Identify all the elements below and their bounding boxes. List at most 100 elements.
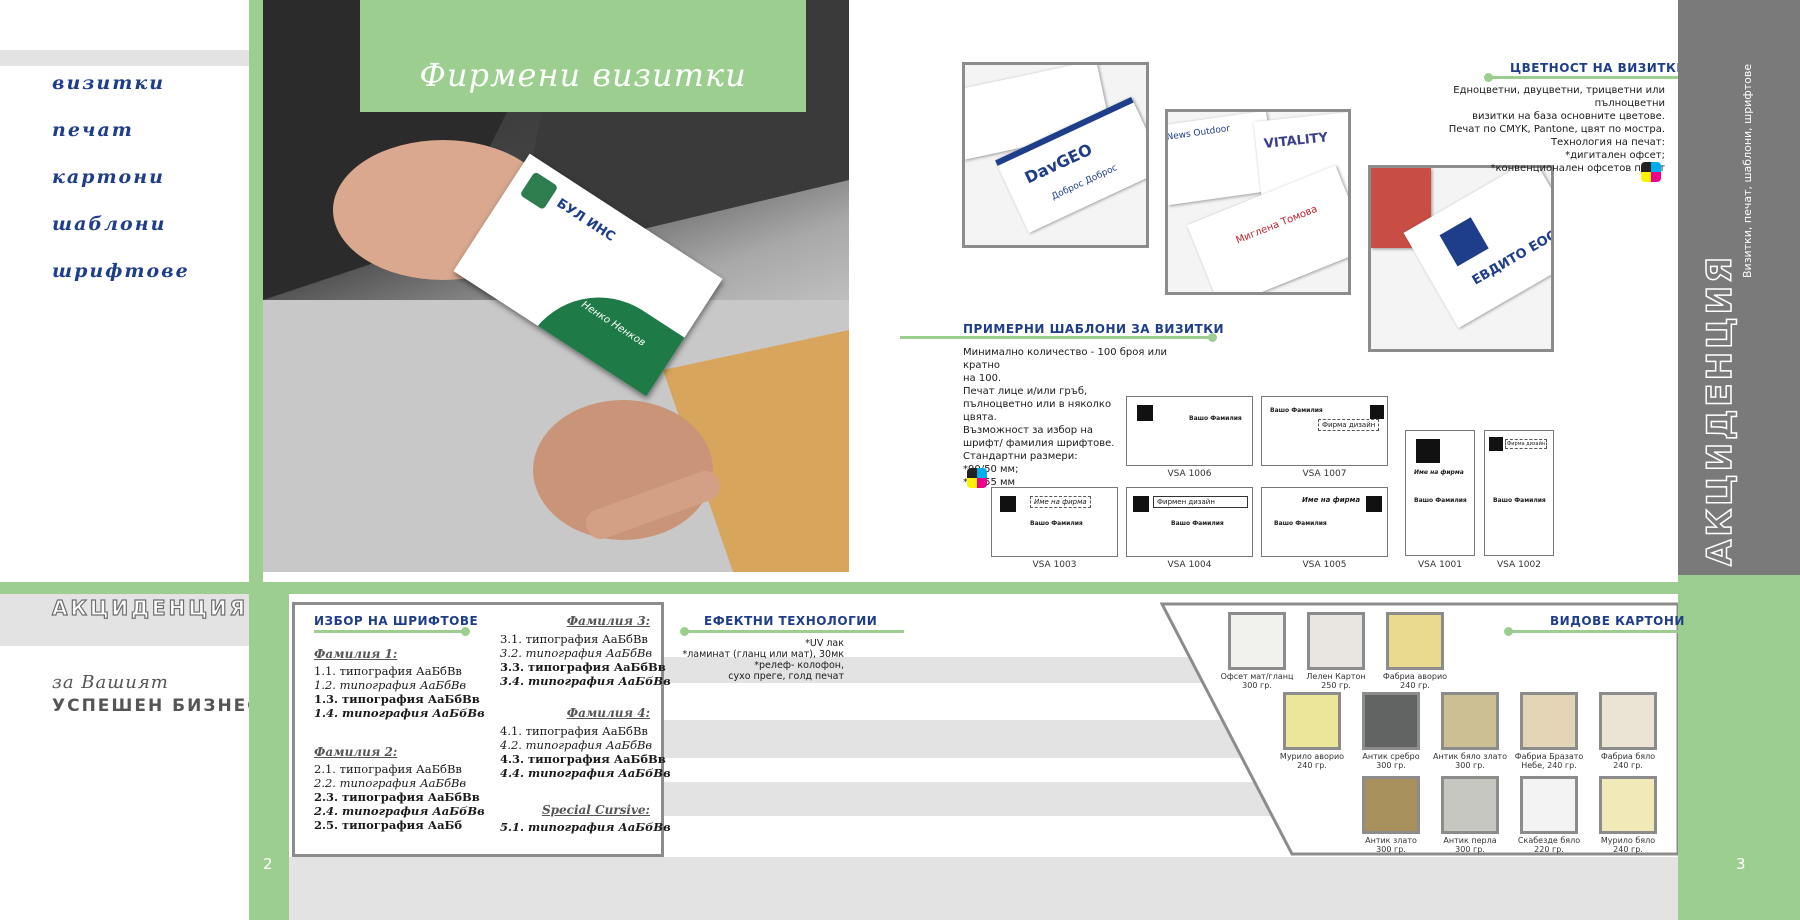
template-logo-icon (1366, 496, 1382, 512)
template-code: VSA 1002 (1497, 560, 1541, 570)
card-logo-icon (519, 171, 559, 211)
page-number-left: 2 (263, 855, 273, 873)
template-card[interactable]: Име на фирма Вашо Фамилия (991, 487, 1118, 557)
sample-photo-1: DavGEO Доброс Доброс (962, 62, 1149, 248)
color-heading-line (1490, 76, 1678, 79)
template-card-vertical[interactable]: Фирма дизайн Вашо Фамилия (1484, 430, 1554, 556)
template-logo-icon (1000, 496, 1016, 512)
font-family-5: Special Cursive: 5.1. типография АаБбВв (500, 803, 671, 834)
green-bottom-band (249, 588, 289, 920)
fonts-box (292, 602, 664, 857)
template-code: VSA 1006 (1167, 469, 1212, 479)
font-family-1: Фамилия 1: 1.1. типография АаБбВв 1.2. т… (314, 647, 485, 720)
sample-photo-2: News Outdoor VITALITY Миглена Томова (1165, 109, 1351, 295)
color-heading-dot (1484, 73, 1493, 82)
template-name: Вашо Фамилия (1030, 520, 1083, 527)
carton-swatch[interactable] (1599, 776, 1657, 834)
font-family-4-lines: 4.1. типография АаБбВв 4.2. типография А… (500, 724, 671, 780)
sample-photo-3: ЕВДИТО ЕООД (1368, 165, 1554, 352)
template-card[interactable]: Вашо Фамилия (1126, 396, 1253, 466)
sample-card-label: ЕВДИТО ЕООД (1469, 221, 1554, 289)
template-firm: Име на фирма (1302, 496, 1361, 504)
template-name: Вашо Фамилия (1171, 520, 1224, 527)
font-family-3-lines: 3.1. типография АаБбВв 3.2. типография А… (500, 632, 671, 688)
carton-swatch[interactable] (1283, 692, 1341, 750)
slogan-line-1: за Вашият (52, 672, 169, 693)
template-name: Вашо Фамилия (1414, 497, 1467, 504)
carton-swatch[interactable] (1520, 692, 1578, 750)
nav-item-templates[interactable]: шаблони (52, 213, 167, 235)
carton-swatch[interactable] (1599, 692, 1657, 750)
template-code: VSA 1007 (1302, 469, 1347, 479)
font-family-3: Фамилия 3: (566, 614, 650, 628)
template-code: VSA 1003 (1032, 560, 1077, 570)
template-logo-icon (1416, 439, 1440, 463)
template-firm: Фирма дизайн (1318, 419, 1380, 431)
right-side-strip-green (1678, 575, 1800, 920)
green-horizontal-divider (0, 582, 1678, 594)
photo-title-box: Фирмени визитки (360, 0, 806, 112)
template-firm: Фирма дизайн (1505, 439, 1548, 449)
template-logo-icon (1137, 405, 1153, 421)
left-grey-bar (0, 50, 249, 66)
templates-section-heading: ПРИМЕРНИ ШАБЛОНИ ЗА ВИЗИТКИ (963, 322, 1225, 336)
effects-heading-line (684, 630, 904, 633)
font-family-2: Фамилия 2: 2.1. типография АаБбВв 2.2. т… (314, 745, 485, 832)
template-name: Вашо Фамилия (1274, 520, 1327, 527)
templates-section-text: Минимално количество - 100 броя или крат… (963, 347, 1167, 488)
template-firm: Фирмен дизайн (1153, 496, 1248, 508)
nav-item-print[interactable]: печат (52, 119, 134, 141)
nav-item-business-cards[interactable]: визитки (52, 72, 166, 94)
nav-item-cartons[interactable]: картони (52, 166, 165, 188)
template-card[interactable]: Вашо Фамилия Фирма дизайн (1261, 396, 1388, 466)
effects-section-text: *UV лак *ламинат (гланц или мат), 30мк *… (682, 638, 844, 682)
brand-logo-left: АКЦИДЕНЦИЯ (51, 595, 249, 620)
cmyk-icon (1641, 162, 1661, 182)
cartons-section-heading: ВИДОВЕ КАРТОНИ (1550, 614, 1685, 628)
vertical-caption: Визитки, печат, шаблони, шрифтове (1741, 63, 1754, 278)
template-code: VSA 1004 (1167, 560, 1212, 570)
template-code: VSA 1005 (1302, 560, 1347, 570)
carton-swatch[interactable] (1307, 612, 1365, 670)
fonts-heading-line (314, 630, 464, 633)
sample-card-label: VITALITY (1263, 130, 1329, 152)
font-family-4: Фамилия 4: (566, 706, 650, 720)
brand-logo-right: АКЦИДЕНЦИЯ (1699, 253, 1741, 567)
carton-swatch[interactable] (1362, 692, 1420, 750)
color-section-heading: ЦВЕТНОСТ НА ВИЗИТКИТЕ (1510, 61, 1705, 75)
template-name: Вашо Фамилия (1493, 497, 1546, 504)
effects-section-heading: ЕФЕКТНИ ТЕХНОЛОГИИ (704, 614, 878, 628)
stripe (289, 857, 1678, 920)
template-name: Вашо Фамилия (1270, 407, 1323, 414)
blue-logo-icon (1439, 217, 1489, 267)
carton-swatch[interactable] (1228, 612, 1286, 670)
cartons-heading-line (1508, 630, 1678, 633)
template-card-vertical[interactable]: Име на фирма Вашо Фамилия (1405, 430, 1475, 556)
carton-swatch[interactable] (1362, 776, 1420, 834)
template-logo-icon (1489, 437, 1503, 451)
slogan-line-2: УСПЕШЕН БИЗНЕС (52, 696, 262, 716)
template-logo-icon (1370, 405, 1384, 419)
carton-swatch[interactable] (1386, 612, 1444, 670)
carton-swatch[interactable] (1441, 776, 1499, 834)
nav-item-fonts[interactable]: шрифтове (52, 260, 190, 282)
template-card[interactable]: Фирмен дизайн Вашо Фамилия (1126, 487, 1253, 557)
fonts-heading-dot (461, 627, 470, 636)
template-logo-icon (1133, 496, 1149, 512)
template-firm: Име на фирма (1030, 496, 1091, 508)
carton-swatch[interactable] (1520, 776, 1578, 834)
carton-swatch[interactable] (1441, 692, 1499, 750)
template-card[interactable]: Име на фирма Вашо Фамилия (1261, 487, 1388, 557)
fonts-section-heading: ИЗБОР НА ШРИФТОВЕ (314, 614, 479, 628)
page-title: Фирмени визитки (419, 56, 747, 94)
